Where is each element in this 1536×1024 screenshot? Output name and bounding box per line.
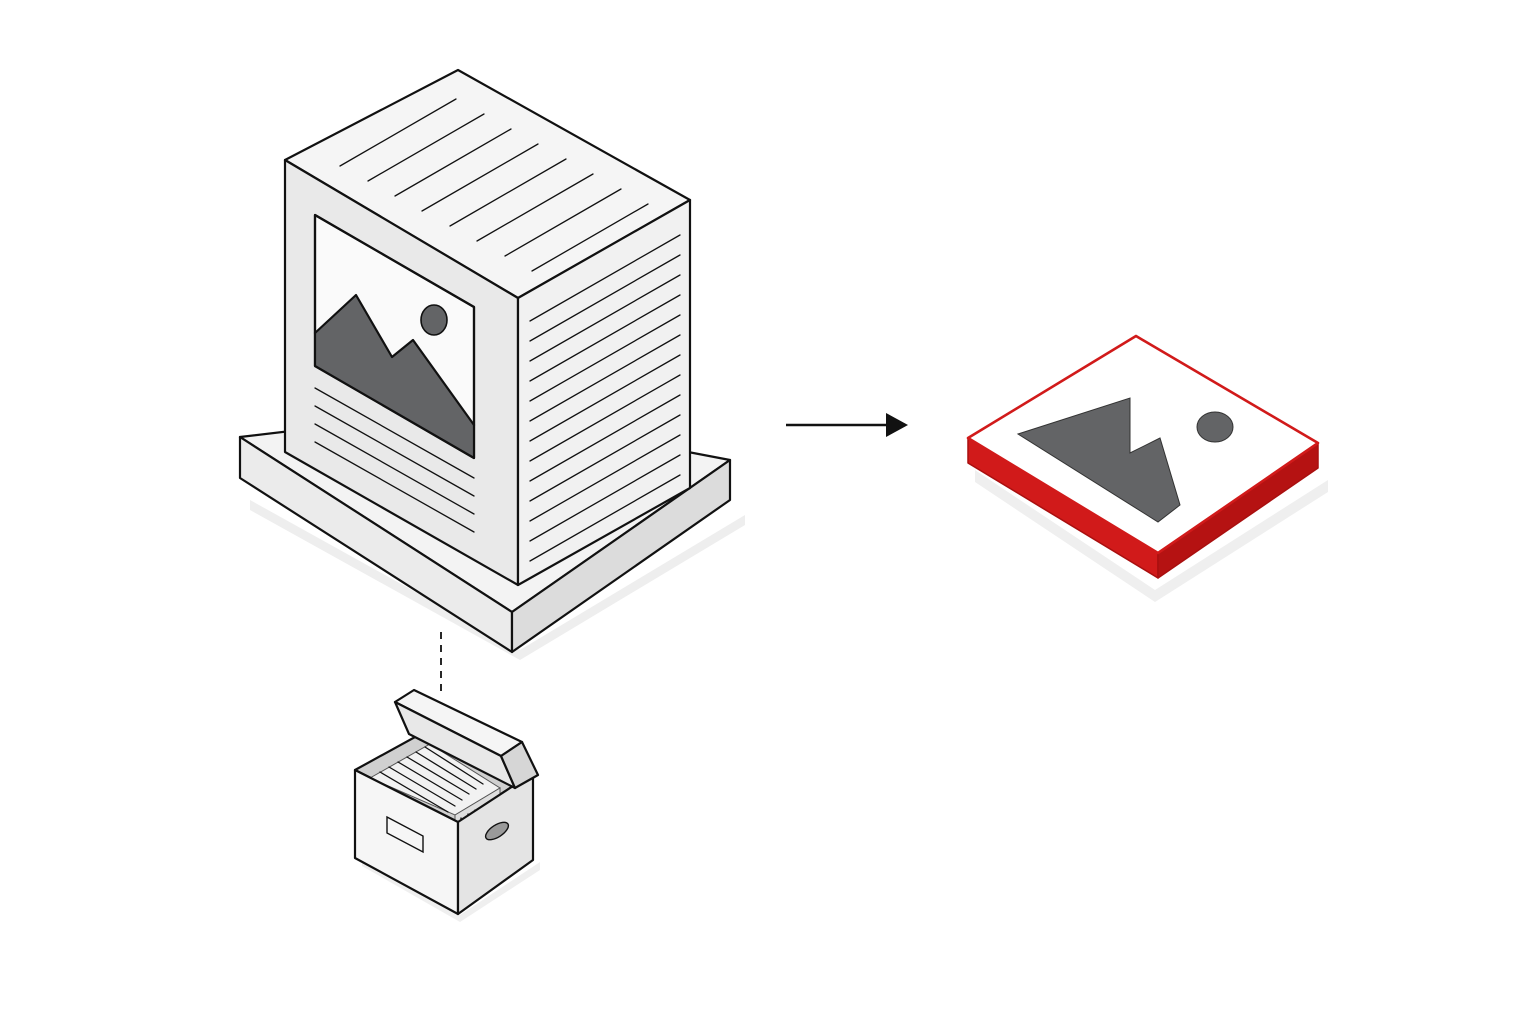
tile-top-face [966,334,1320,555]
side-face-text-lines [529,234,681,562]
box-shadow [362,858,540,922]
top-face-text-lines [339,98,649,272]
document-image-icon [313,213,476,460]
box-lid [393,688,540,790]
archive-box [353,688,540,922]
box-side-face [456,771,535,916]
arrow-head-icon [886,413,908,437]
document-stack-shadow [250,500,745,660]
box-handle [484,821,510,841]
extracted-image [966,334,1328,602]
box-label [386,815,424,854]
document-stack [238,68,745,660]
image-icon [1016,397,1234,523]
front-face-text-lines [314,387,475,533]
tile-shadow [975,470,1328,602]
arrow-to-extracted-image [786,413,908,437]
stack-side-face [516,198,692,587]
